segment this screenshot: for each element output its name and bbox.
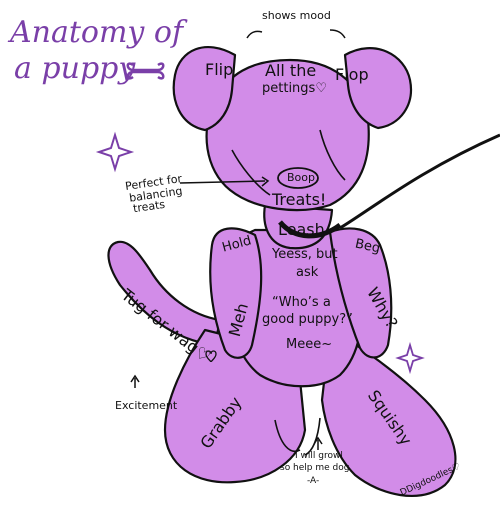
- label-growl-2: so help me dog: [280, 463, 350, 473]
- left-arm: [209, 227, 263, 359]
- right-leg: [320, 328, 457, 497]
- heart-icon: [205, 350, 217, 363]
- label-flip: Flip: [205, 60, 234, 79]
- label-growl-1: I will growl: [295, 451, 343, 461]
- label-yess-2: ask: [296, 265, 319, 280]
- sparkle-icon: [395, 341, 425, 375]
- label-treats: Treats!: [272, 190, 327, 209]
- label-flop: Flop: [335, 65, 369, 84]
- tail: [107, 240, 222, 347]
- label-all-the: All the: [265, 61, 317, 80]
- label-excitement: Excitement: [115, 399, 178, 412]
- leash: [339, 133, 500, 230]
- label-growl-3: -A-: [307, 476, 320, 486]
- label-yess-1: Yeess, but: [272, 247, 338, 262]
- title-line-2: a puppy: [14, 51, 136, 86]
- left-ear: [172, 45, 237, 132]
- right-ear: [343, 47, 413, 130]
- label-whos-2: good puppy?”: [262, 312, 353, 327]
- label-meee: Meee~: [286, 337, 333, 352]
- title-line-1: Anatomy of: [10, 15, 184, 50]
- label-whos-1: “Who’s a: [272, 295, 331, 310]
- label-shows-mood: shows mood: [262, 9, 331, 22]
- sparkle-icon: [95, 131, 135, 173]
- label-pettings: pettings♡: [262, 81, 327, 96]
- label-boop: Boop: [287, 171, 315, 184]
- bone-icon: [126, 62, 165, 80]
- right-arm: [328, 227, 393, 359]
- collar: [278, 220, 342, 239]
- nose-circle: [277, 167, 319, 189]
- label-leash: Leash: [278, 220, 325, 239]
